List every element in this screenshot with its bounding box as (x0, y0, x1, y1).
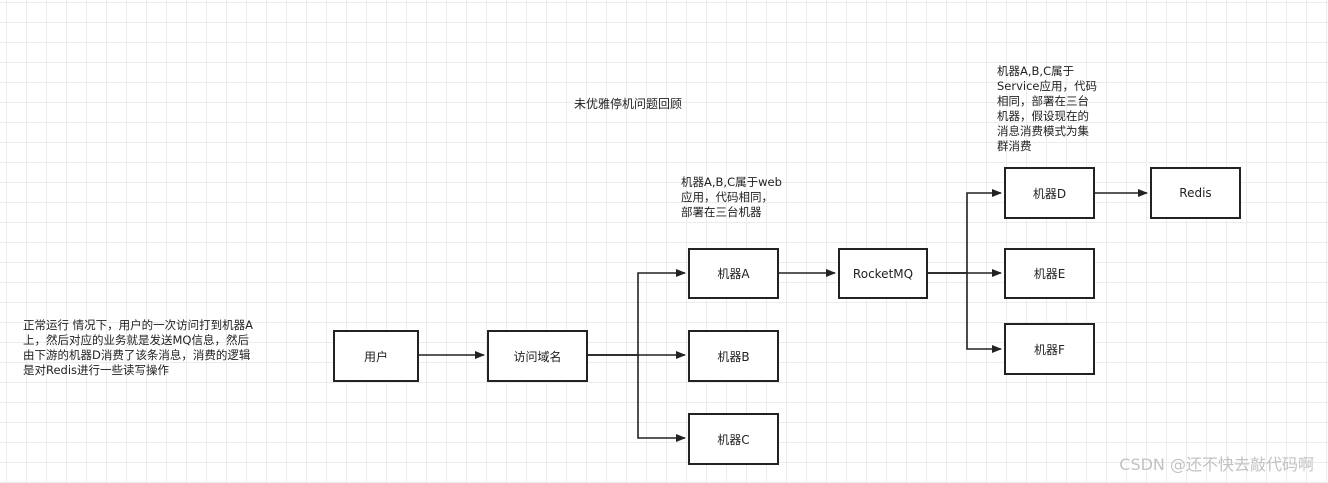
note-scenario: 正常运行 情况下，用户的一次访问打到机器A 上，然后对应的业务就是发送MQ信息，… (23, 318, 254, 377)
edge-rocketmq-machine-d (928, 189, 1002, 274)
diagram-title: 未优雅停机问题回顾 (574, 97, 683, 111)
node-domain[interactable]: 访问域名 (487, 330, 588, 382)
edge-domain-machine-a (588, 269, 686, 356)
node-user[interactable]: 用户 (333, 330, 419, 382)
node-machine-d[interactable]: 机器D (1004, 167, 1095, 219)
note-service-machines: 机器A,B,C属于 Service应用，代码 相同，部署在三台 机器，假设现在的… (997, 64, 1098, 153)
node-machine-c[interactable]: 机器C (688, 413, 779, 465)
node-machine-f[interactable]: 机器F (1004, 323, 1095, 375)
watermark: CSDN @还不快去敲代码啊 (1119, 455, 1314, 474)
node-redis[interactable]: Redis (1150, 167, 1241, 219)
node-rocketmq[interactable]: RocketMQ (838, 248, 928, 299)
note-web-machines: 机器A,B,C属于web 应用，代码相同， 部署在三台机器 (681, 175, 782, 219)
edge-rocketmq-machine-f (928, 272, 1002, 353)
node-machine-e[interactable]: 机器E (1004, 248, 1095, 299)
node-machine-a[interactable]: 机器A (688, 248, 779, 299)
edge-domain-machine-c (588, 354, 686, 442)
node-machine-b[interactable]: 机器B (688, 330, 779, 382)
